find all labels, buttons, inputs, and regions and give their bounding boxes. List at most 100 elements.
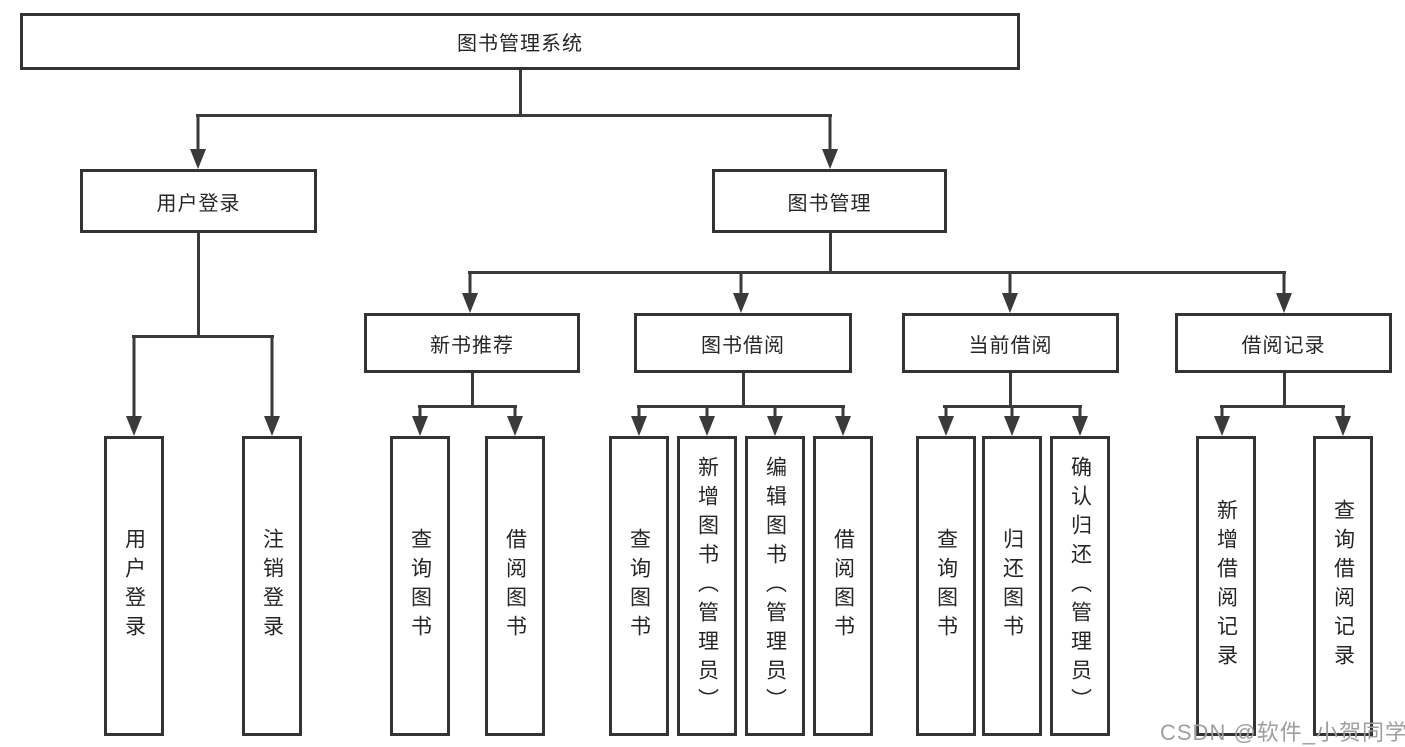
arrow-shaft <box>739 271 743 297</box>
connector-arrow <box>1004 405 1020 436</box>
arrowhead-down-icon <box>767 416 783 436</box>
arrowhead-down-icon <box>822 149 838 169</box>
arrowhead-down-icon <box>1072 416 1088 436</box>
arrow-shaft <box>1341 405 1345 420</box>
node-label: 查询图书 <box>934 528 958 644</box>
connector-arrow <box>507 405 523 436</box>
connector-line <box>828 233 832 274</box>
node-leaf-borrow-borrow-book: 借阅图书 <box>813 436 873 736</box>
arrowhead-down-icon <box>1002 293 1018 313</box>
node-leaf-borrow-query-book: 查询图书 <box>609 436 669 736</box>
node-leaf-borrow-edit-book-admin: 编辑图书（管理员） <box>745 436 805 736</box>
connector-arrow <box>1276 271 1292 313</box>
connector-line <box>518 70 522 117</box>
arrowhead-down-icon <box>835 416 851 436</box>
node-system-root: 图书管理系统 <box>20 13 1020 70</box>
connector-line <box>1282 373 1286 408</box>
connector-arrow <box>190 114 206 169</box>
node-leaf-borrow-add-book-admin: 新增图书（管理员） <box>677 436 737 736</box>
node-borrow-records: 借阅记录 <box>1175 313 1392 373</box>
arrowhead-down-icon <box>126 416 142 436</box>
node-new-book-recommend: 新书推荐 <box>364 313 580 373</box>
node-label: 注销登录 <box>260 528 284 644</box>
connector-arrow <box>835 405 851 436</box>
arrow-shaft <box>841 405 845 420</box>
node-label: 图书借阅 <box>701 334 785 357</box>
arrow-shaft <box>1010 405 1014 420</box>
node-leaf-records-add-record: 新增借阅记录 <box>1196 436 1256 736</box>
connector-line <box>1008 373 1012 408</box>
arrow-shaft <box>1008 271 1012 297</box>
arrow-shaft <box>1078 405 1082 420</box>
arrowhead-down-icon <box>1214 416 1230 436</box>
node-current-borrow: 当前借阅 <box>902 313 1119 373</box>
node-label: 确认归还（管理员） <box>1068 455 1092 717</box>
node-label: 查询图书 <box>408 528 432 644</box>
node-label: 查询借阅记录 <box>1331 499 1355 673</box>
arrowhead-down-icon <box>507 416 523 436</box>
connector-arrow <box>412 405 428 436</box>
connector-line <box>470 373 474 408</box>
arrow-shaft <box>418 405 422 420</box>
connector-arrow <box>1214 405 1230 436</box>
connector-arrow <box>264 335 280 436</box>
connector-line <box>741 373 745 408</box>
connector-arrow <box>767 405 783 436</box>
node-book-borrow: 图书借阅 <box>634 313 852 373</box>
arrowhead-down-icon <box>1335 416 1351 436</box>
arrow-shaft <box>196 114 200 153</box>
connector-arrow <box>733 271 749 313</box>
arrow-shaft <box>270 335 274 420</box>
connector-arrow <box>126 335 142 436</box>
node-label: 图书管理系统 <box>457 33 583 55</box>
connector-arrow <box>1335 405 1351 436</box>
node-label: 查询图书 <box>627 528 651 644</box>
connector-line <box>468 271 1286 274</box>
connector-arrow <box>938 405 954 436</box>
node-leaf-current-query-book: 查询图书 <box>916 436 976 736</box>
arrow-shaft <box>513 405 517 420</box>
connector-arrow <box>822 114 838 169</box>
node-leaf-records-query-record: 查询借阅记录 <box>1313 436 1373 736</box>
arrowhead-down-icon <box>1004 416 1020 436</box>
connector-arrow <box>631 405 647 436</box>
arrow-shaft <box>132 335 136 420</box>
node-leaf-current-return-book: 归还图书 <box>982 436 1042 736</box>
connector-line <box>637 405 845 408</box>
arrow-shaft <box>637 405 641 420</box>
node-leaf-current-confirm-return-admin: 确认归还（管理员） <box>1050 436 1110 736</box>
arrowhead-down-icon <box>938 416 954 436</box>
node-label: 新书推荐 <box>430 334 514 357</box>
connector-arrow <box>1002 271 1018 313</box>
node-label: 用户登录 <box>156 192 241 215</box>
arrowhead-down-icon <box>699 416 715 436</box>
connector-arrow <box>462 271 478 313</box>
connector-line <box>196 233 200 338</box>
node-label: 借阅图书 <box>503 528 527 644</box>
arrow-shaft <box>705 405 709 420</box>
node-book-management: 图书管理 <box>712 169 947 233</box>
node-leaf-recommend-borrow-book: 借阅图书 <box>485 436 545 736</box>
node-label: 新增图书（管理员） <box>695 455 719 717</box>
node-label: 图书管理 <box>787 192 872 215</box>
arrowhead-down-icon <box>412 416 428 436</box>
arrow-shaft <box>468 271 472 297</box>
arrowhead-down-icon <box>462 293 478 313</box>
node-label: 编辑图书（管理员） <box>763 455 787 717</box>
arrowhead-down-icon <box>631 416 647 436</box>
node-label: 归还图书 <box>1000 528 1024 644</box>
csdn-watermark: CSDN @软件_小贺同学 <box>1160 720 1405 745</box>
arrowhead-down-icon <box>190 149 206 169</box>
node-label: 当前借阅 <box>968 334 1053 357</box>
connector-line <box>1220 405 1345 408</box>
arrow-shaft <box>828 114 832 153</box>
arrow-shaft <box>944 405 948 420</box>
node-label: 用户登录 <box>122 528 146 644</box>
node-label: 借阅图书 <box>831 528 855 644</box>
connector-arrow <box>699 405 715 436</box>
arrowhead-down-icon <box>1276 293 1292 313</box>
arrowhead-down-icon <box>264 416 280 436</box>
connector-line <box>196 114 832 117</box>
arrow-shaft <box>1220 405 1224 420</box>
